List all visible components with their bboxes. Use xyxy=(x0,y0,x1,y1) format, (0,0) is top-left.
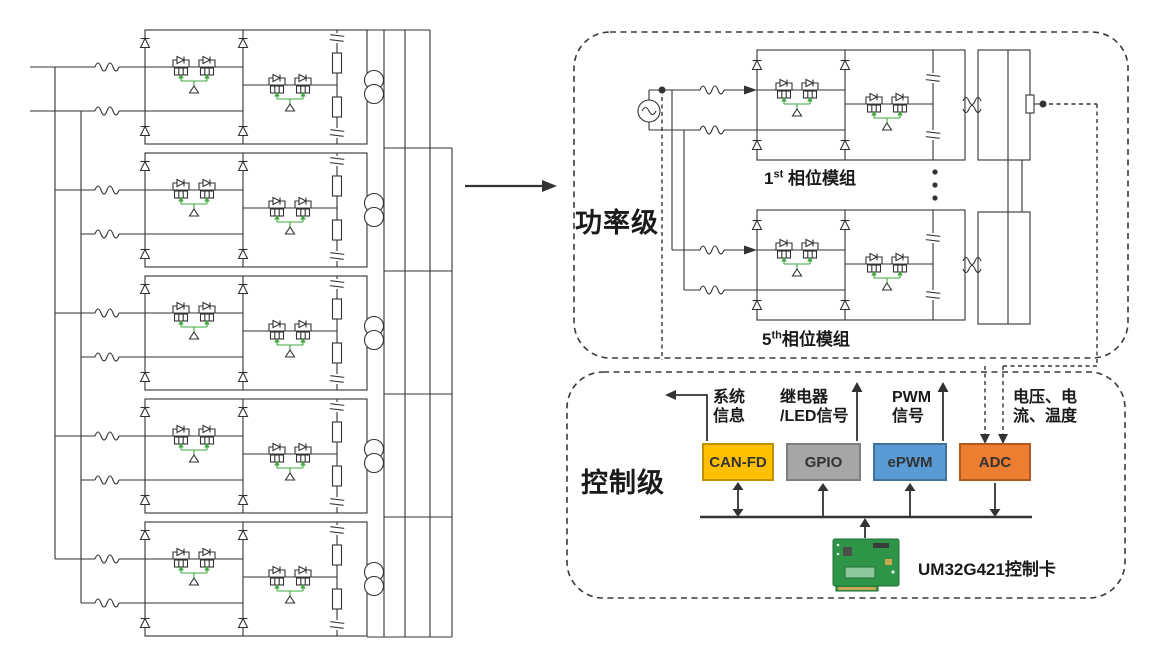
left-phase-module-1 xyxy=(141,30,384,144)
control-stage-box xyxy=(566,366,1126,599)
section-arrow xyxy=(465,180,557,192)
gpio-block: GPIO xyxy=(786,443,861,481)
system-info-signal-label: 系统 信息 xyxy=(713,388,745,426)
module-name: 相位模组 xyxy=(783,169,856,188)
adc-block: ADC xyxy=(959,443,1031,481)
load-resistor-icon xyxy=(1025,94,1035,114)
module-ellipsis-dots xyxy=(932,169,938,201)
card-bus-arrow xyxy=(859,518,871,538)
controller-card-label: UM32G421控制卡 xyxy=(918,560,1056,579)
left-phase-module-5 xyxy=(141,522,384,636)
output-bus-wiring xyxy=(367,29,453,638)
block-bus-arrows xyxy=(732,482,1001,517)
signal-line: /LED信号 xyxy=(780,408,849,425)
power-stage-label: 功率级 xyxy=(575,208,659,238)
measurement-dashed-route xyxy=(1003,103,1098,367)
can-fd-block: CAN-FD xyxy=(702,443,774,481)
module-ordinal: th xyxy=(771,329,782,342)
signal-line: 信号 xyxy=(892,408,925,425)
signal-line: 电压、电 xyxy=(1013,389,1078,406)
signal-line: 流、温度 xyxy=(1013,408,1078,425)
output-network xyxy=(977,49,1047,325)
adc-dashed-arrows xyxy=(980,366,1008,444)
phase-module-5-circuit xyxy=(753,210,982,320)
source-node-dot xyxy=(658,86,666,94)
first-phase-module-label: 1st 相位模组 xyxy=(764,164,856,189)
signal-line: PWM xyxy=(892,389,932,406)
signal-arrows xyxy=(665,382,949,441)
system-info-arrow xyxy=(676,394,708,441)
power-stage-box xyxy=(573,31,1129,367)
module-number: 5 xyxy=(762,330,772,349)
left-converter-schematic xyxy=(30,29,453,638)
epwm-block: ePWM xyxy=(873,443,947,481)
relay-led-signal-label: 继电器 /LED信号 xyxy=(780,388,848,426)
power-input-wiring xyxy=(649,89,757,291)
module-name: 相位模组 xyxy=(781,330,850,349)
left-phase-module-2 xyxy=(141,153,384,267)
module-number: 1 xyxy=(764,169,774,188)
sense-node-dot xyxy=(1039,100,1047,108)
controller-card-image xyxy=(832,538,900,592)
module-ordinal: st xyxy=(773,168,784,181)
measurement-signal-label: 电压、电 流、温度 xyxy=(1013,388,1077,426)
input-wiring xyxy=(30,66,145,604)
signal-line: 系统 xyxy=(713,389,746,406)
fifth-phase-module-label: 5th相位模组 xyxy=(762,325,850,350)
left-phase-module-4 xyxy=(141,399,384,513)
pwm-signal-label: PWM 信号 xyxy=(892,388,931,426)
phase-module-1-circuit xyxy=(753,50,982,160)
control-stage-border xyxy=(566,371,1126,599)
signal-line: 继电器 xyxy=(780,389,829,406)
power-stage-border xyxy=(573,31,1129,359)
signal-line: 信息 xyxy=(713,408,746,425)
ac-source-icon xyxy=(637,90,661,130)
control-stage-label: 控制级 xyxy=(581,468,665,498)
left-phase-module-3 xyxy=(141,276,384,390)
